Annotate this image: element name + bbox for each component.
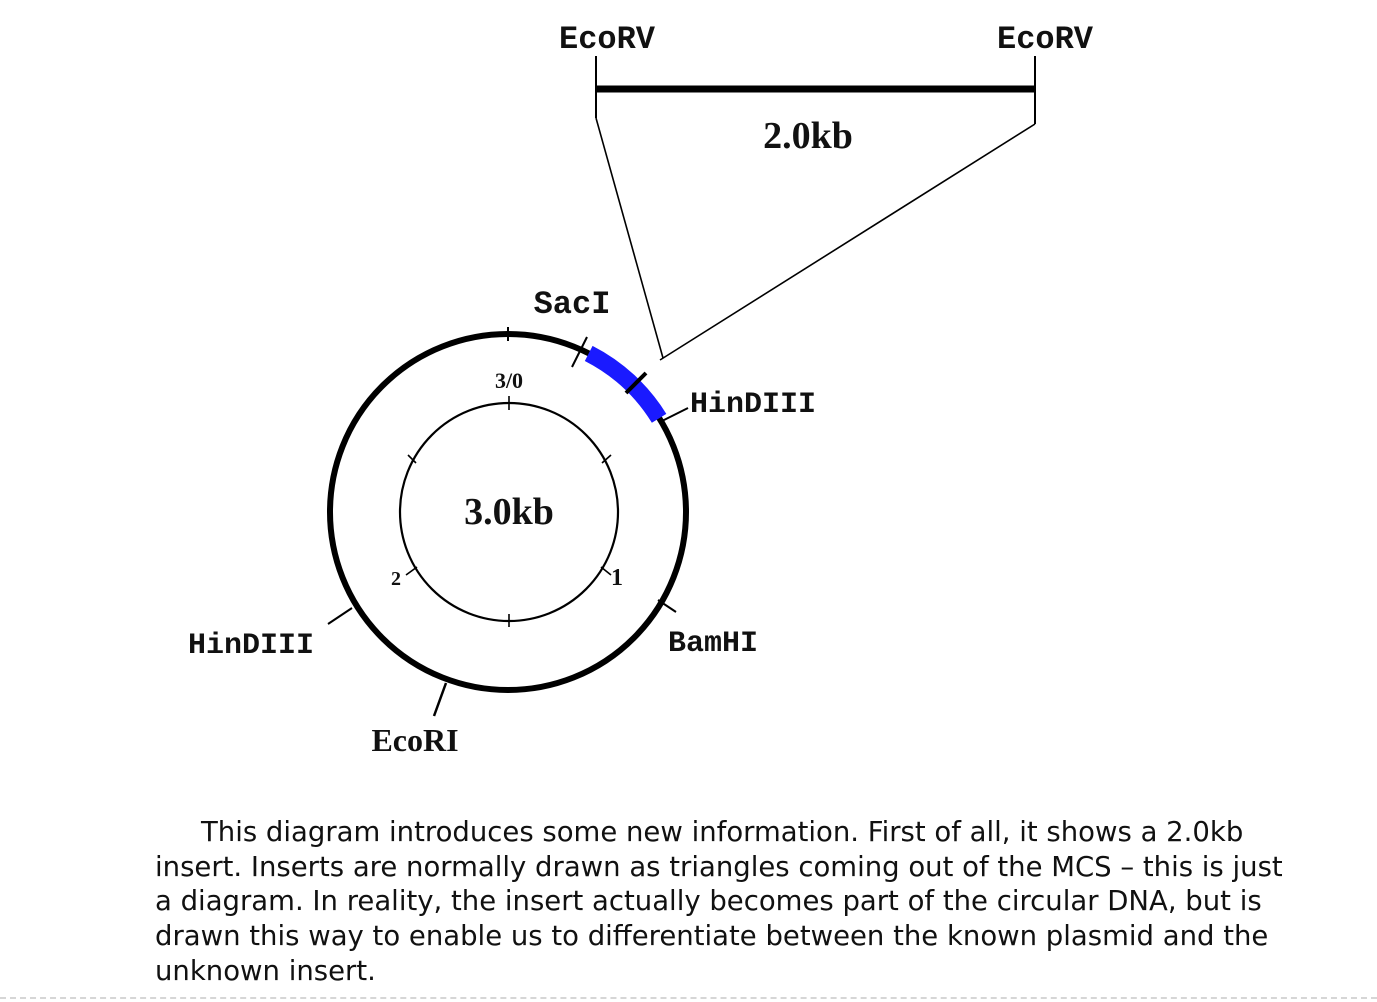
insert-left-connector [595, 117, 664, 359]
hindiii-left-tick [327, 607, 353, 625]
insert-right-site-label: EcoRV [997, 21, 1094, 58]
ecori-tick [432, 682, 448, 717]
scale-label-zero: 3/0 [495, 368, 523, 393]
bamhi-tick [657, 599, 677, 613]
saci-tick [571, 336, 588, 368]
insert-junction-mark [624, 371, 648, 395]
diagram-caption: This diagram introduces some new informa… [155, 816, 1283, 987]
inner-tick-lower-left [405, 566, 418, 576]
mcs-region [584, 345, 667, 423]
insert-left-site-label: EcoRV [559, 21, 656, 58]
hindiii-mcs-tick [659, 407, 689, 423]
hindiii-mcs-label: HinDIII [690, 388, 816, 422]
hindiii-left-label: HinDIII [188, 629, 314, 663]
insert-size-label: 2.0kb [763, 115, 853, 157]
bamhi-label: BamHI [668, 627, 758, 661]
insert-right-connector [659, 123, 1036, 361]
plasmid-size-label: 3.0kb [464, 491, 554, 533]
ecori-label: EcoRI [371, 722, 458, 758]
scale-label-two: 2 [391, 568, 401, 590]
scale-label-one: 1 [611, 565, 623, 591]
saci-label: SacI [534, 286, 611, 323]
inner-tick-lower-right [600, 566, 612, 576]
inner-tick-upper-right [601, 454, 612, 464]
inner-tick-upper-left [407, 454, 417, 464]
plasmid-map-diagram: EcoRV EcoRV 2.0kb SacI HinDIII BamHI Eco… [188, 21, 1094, 758]
page-divider [0, 997, 1377, 999]
